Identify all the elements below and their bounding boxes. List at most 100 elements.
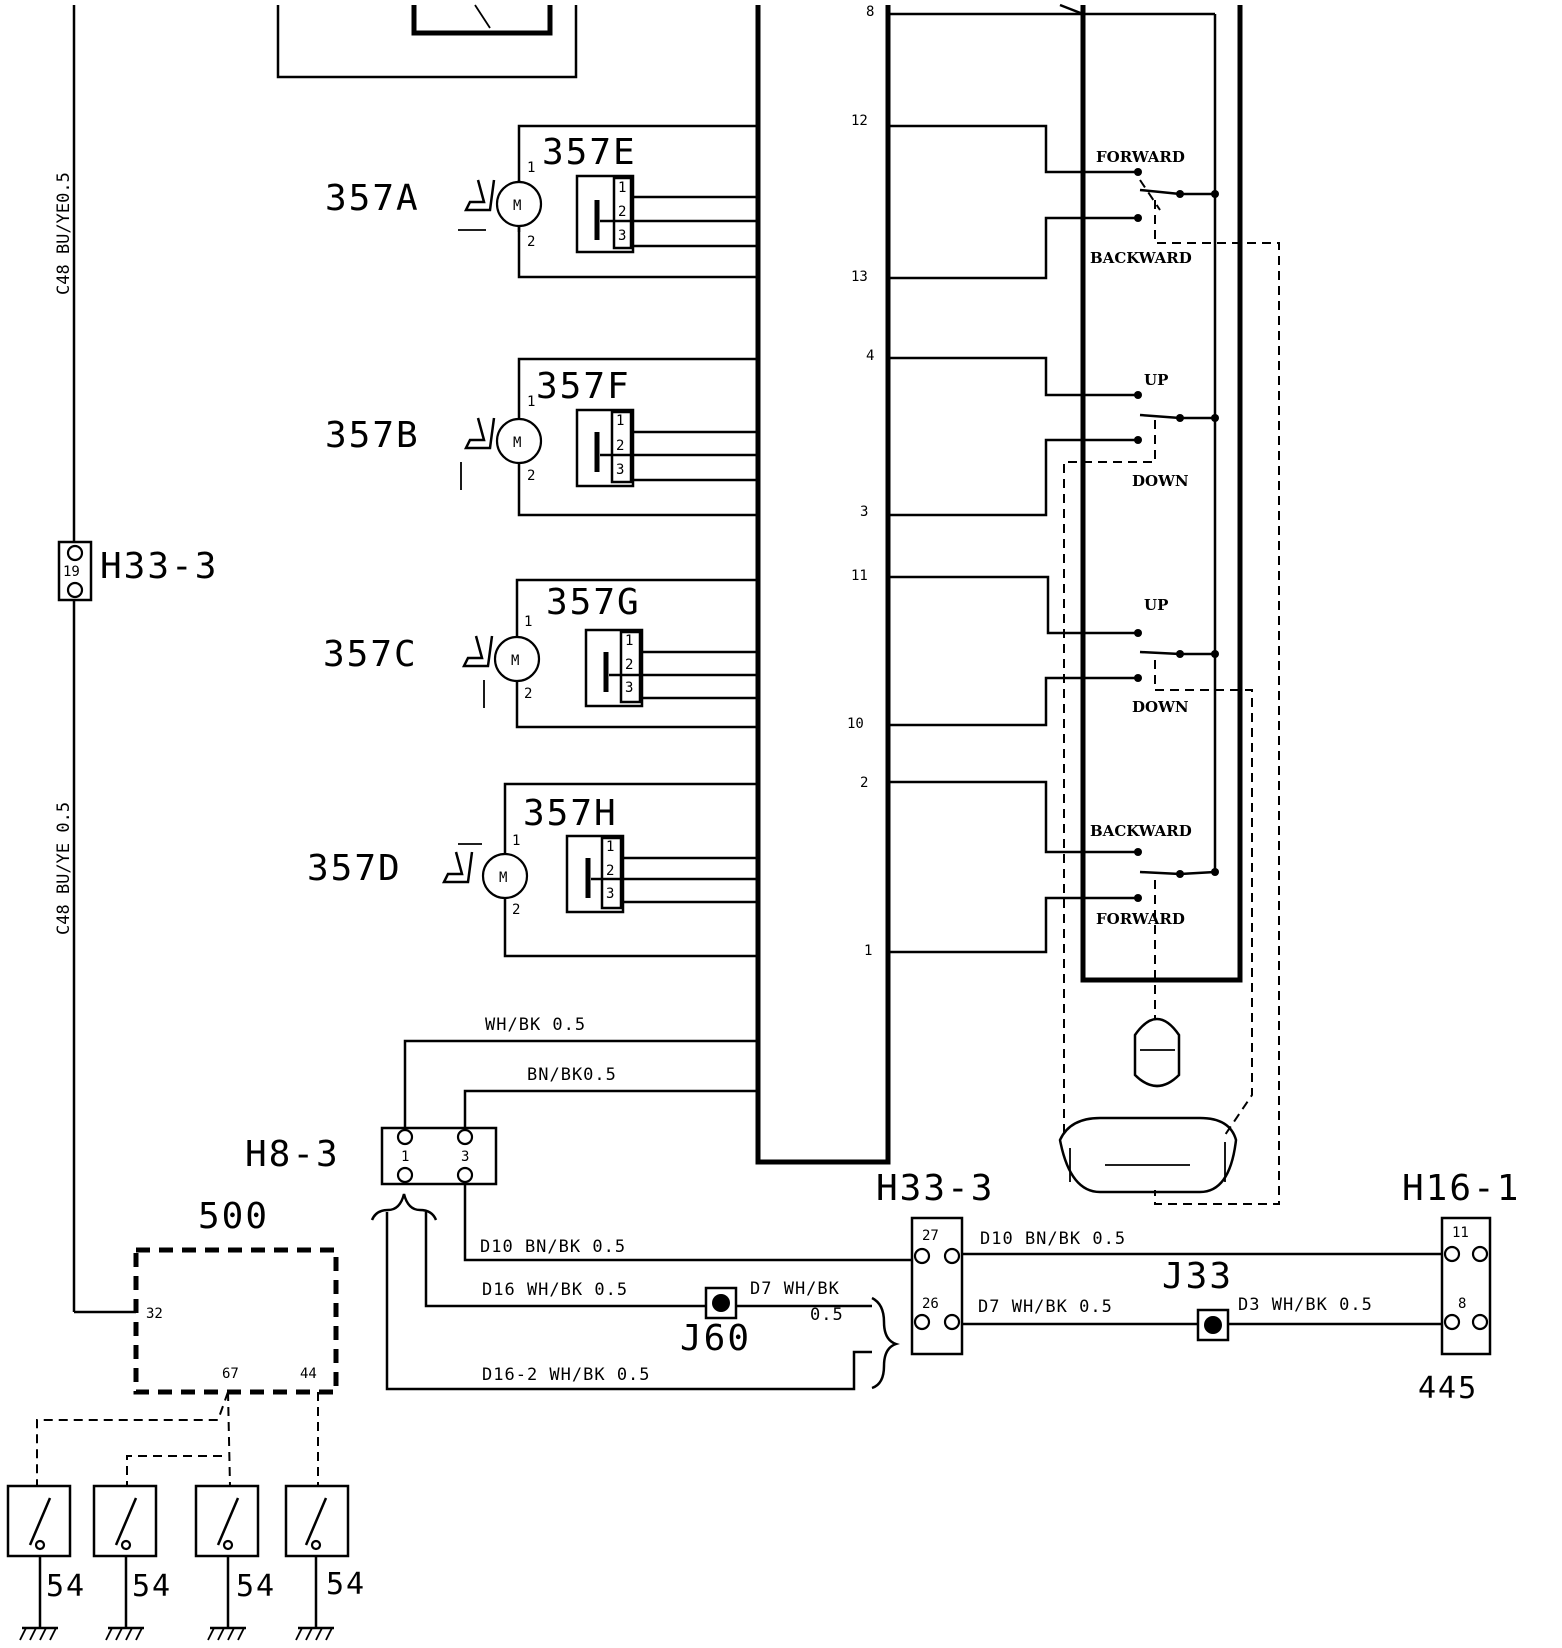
connector-h16: 11 8 H16-1 445 [1402, 1168, 1520, 1406]
door-switch-links [36, 1391, 319, 1487]
connector-h33-bottom: 27 26 H33-3 [876, 1168, 994, 1356]
sensor-f-pin3: 3 [616, 462, 624, 478]
motor-b-circle [495, 417, 543, 465]
h33-pin-26: 26 [922, 1296, 939, 1312]
switch-1: FORWARD BACKWARD [888, 124, 1219, 280]
switch-pin-11: 11 [851, 568, 868, 584]
cu-pin-32: 32 [146, 1306, 163, 1322]
sensor-f-label: 357F [536, 366, 631, 407]
h33-left-label: H33-3 [100, 546, 218, 587]
sensor-h-pin2: 2 [606, 863, 614, 879]
h8-label: H8-3 [245, 1134, 340, 1175]
door-switch-1: 54 [6, 1484, 84, 1641]
motor-group-d: M 1 2 357D 357H 1 2 3 [307, 782, 758, 958]
ground-label-3: 54 [236, 1569, 276, 1604]
h8-pin-3: 3 [461, 1149, 469, 1165]
sensor-e-pin3: 3 [618, 228, 626, 244]
switch-1-top-label: FORWARD [1096, 148, 1185, 166]
top-partial-component [276, 4, 578, 79]
switch-pin-3: 3 [860, 504, 868, 520]
connector-h33-left: 19 H33-3 [57, 540, 218, 602]
motor-c-pin2: 2 [524, 686, 532, 702]
splice-bracket-2 [871, 1296, 900, 1390]
switch-pin-2: 2 [860, 775, 868, 791]
motor-a-label: 357A [325, 178, 420, 219]
motor-d-symbol: M [499, 870, 507, 886]
control-unit-500: 500 32 67 44 [133, 1196, 339, 1395]
d7-b-label: D7 WH/BK 0.5 [978, 1297, 1113, 1317]
motor-b-pin2: 2 [527, 468, 535, 484]
motor-b-symbol: M [513, 435, 521, 451]
wires-h8: WH/BK 0.5 BN/BK0.5 [403, 1015, 758, 1130]
switch-pin-10: 10 [847, 716, 864, 732]
motor-c-circle [493, 635, 541, 683]
cu-pin-67: 67 [222, 1366, 239, 1382]
lower-wires: D10 BN/BK 0.5 D16 WH/BK 0.5 D7 WH/BK 0.5… [385, 1184, 912, 1391]
motor-a-circle [495, 180, 543, 228]
control-unit-label: 500 [198, 1196, 269, 1237]
mechanical-links [1063, 200, 1280, 1205]
switch-1-bottom-label: BACKWARD [1090, 249, 1192, 267]
sensor-g-label: 357G [546, 582, 641, 623]
motor-a-pin1: 1 [527, 160, 535, 176]
motor-d-label: 357D [307, 848, 402, 889]
switch-pin-13: 13 [851, 269, 868, 285]
switch-3: UP DOWN [888, 575, 1219, 727]
h16-pin-8: 8 [1458, 1296, 1466, 1312]
motor-c-symbol: M [511, 653, 519, 669]
motor-group-a: M 1 2 357A 357E 1 2 3 [325, 124, 758, 279]
splice-j60: J60 [680, 1286, 751, 1359]
switch-4-top-label: BACKWARD [1090, 822, 1192, 840]
seat-module-housing [755, 5, 891, 1165]
seat-icon-b [463, 417, 496, 450]
motor-a-symbol: M [513, 198, 521, 214]
h16-label: H16-1 [1402, 1168, 1520, 1209]
sensor-e-label: 357E [542, 132, 637, 173]
seat-switch-base-icon [1058, 1116, 1238, 1194]
j33-label: J33 [1162, 1256, 1233, 1297]
seat-icon-a [463, 179, 496, 212]
connector-h8: 1 3 H8-3 [245, 1126, 498, 1186]
door-switch-2: 54 [92, 1484, 172, 1641]
switch-pin-12: 12 [851, 113, 868, 129]
ground-label-4: 54 [326, 1567, 366, 1602]
sensor-g-pin2: 2 [625, 657, 633, 673]
h33-pin-27: 27 [922, 1228, 939, 1244]
seat-icon-d [441, 851, 474, 884]
c48-top-label: C48 BU/YE0.5 [54, 172, 74, 295]
sensor-h-pin1: 1 [606, 839, 614, 855]
h16-sub-label: 445 [1418, 1371, 1478, 1406]
switch-pin-1: 1 [864, 943, 872, 959]
sensor-e-pin1: 1 [618, 180, 626, 196]
h33-bottom-label: H33-3 [876, 1168, 994, 1209]
j60-label: J60 [680, 1318, 751, 1359]
motor-group-b: M 1 2 357B 357F 1 2 3 [325, 357, 758, 517]
c48-wire: C48 BU/YE0.5 C48 BU/YE 0.5 [54, 5, 136, 1314]
switch-pin-8: 8 [866, 4, 874, 20]
sensor-e-pin2: 2 [618, 204, 626, 220]
switch-3-bottom-label: DOWN [1132, 698, 1189, 716]
sensor-f-pin2: 2 [616, 438, 624, 454]
ground-label-2: 54 [132, 1569, 172, 1604]
cu-pin-44: 44 [300, 1366, 317, 1382]
d3-label: D3 WH/BK 0.5 [1238, 1295, 1373, 1315]
motor-b-pin1: 1 [527, 394, 535, 410]
seat-icon-c [461, 635, 494, 668]
c48-bottom-label: C48 BU/YE 0.5 [54, 802, 74, 935]
switch-pin-4: 4 [866, 348, 874, 364]
motor-group-c: M 1 2 357C 357G 1 2 3 [323, 578, 758, 729]
wires-to-h16: D10 BN/BK 0.5 D7 WH/BK 0.5 D3 WH/BK 0.5 [962, 1229, 1442, 1326]
switch-3-top-label: UP [1144, 596, 1168, 614]
seat-switch-knob-icon [1133, 1017, 1181, 1088]
d10-b-label: D10 BN/BK 0.5 [980, 1229, 1126, 1249]
splice-bracket [370, 1193, 438, 1221]
switch-pin-labels: 8 12 13 4 3 11 10 2 1 [847, 4, 874, 959]
door-switch-4: 54 [284, 1484, 366, 1641]
motor-a-pin2: 2 [527, 234, 535, 250]
sensor-g-pin1: 1 [625, 633, 633, 649]
h33-left-pin: 19 [63, 564, 80, 580]
h8-pin-1: 1 [401, 1149, 409, 1165]
switch-2-top-label: UP [1144, 371, 1168, 389]
switch-4-bottom-label: FORWARD [1096, 910, 1185, 928]
